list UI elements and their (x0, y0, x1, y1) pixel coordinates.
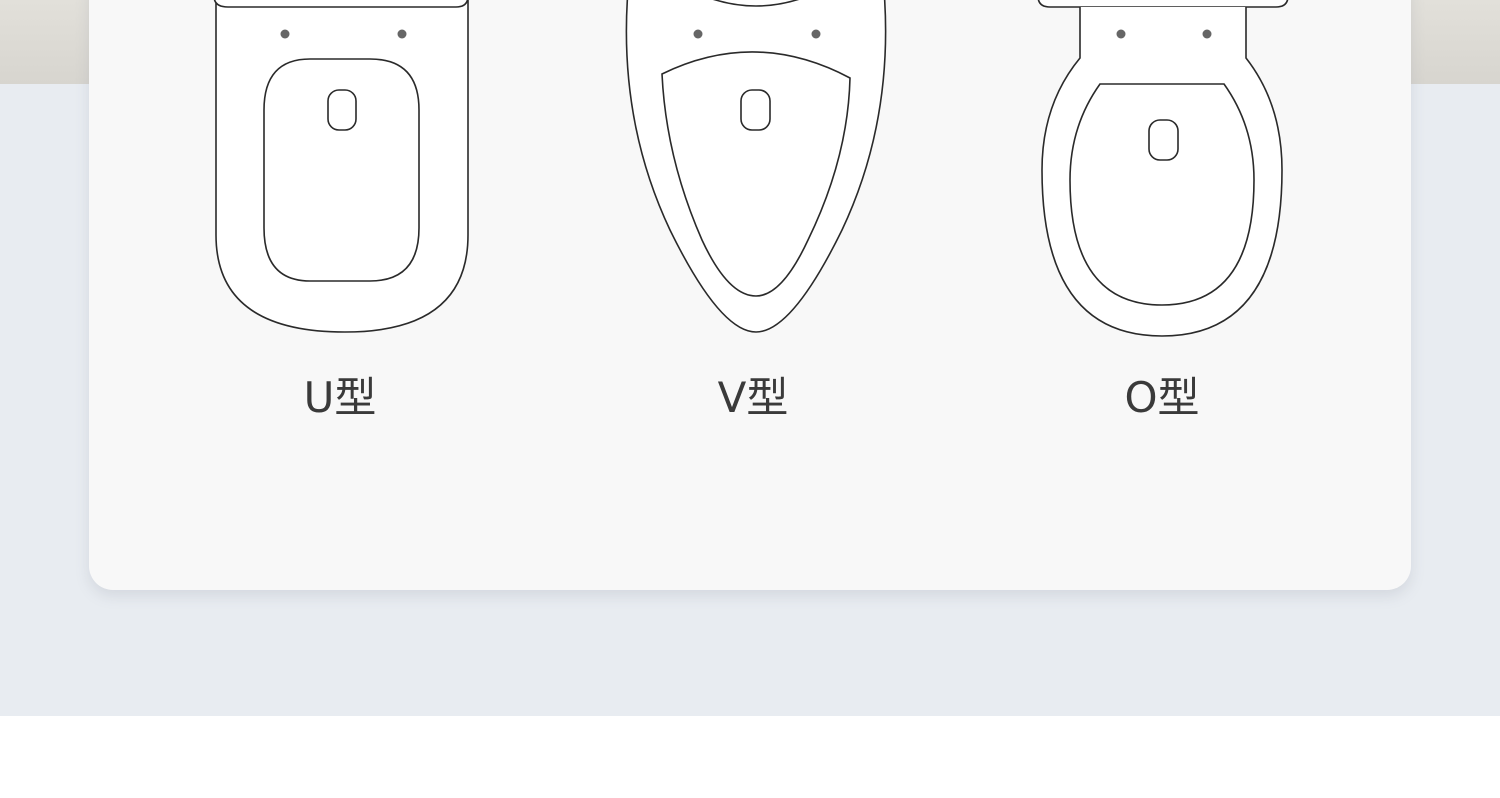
o-shape-label: O型 (1124, 373, 1200, 422)
v-shape-toilet-icon (625, 0, 887, 333)
o-shape-toilet-illustration (1020, 0, 1310, 345)
v-shape-toilet-illustration (610, 0, 900, 345)
v-shape-label: V型 (717, 373, 789, 422)
u-shape-label: U型 (303, 373, 377, 422)
o-shape-toilet-icon (1037, 0, 1289, 337)
u-shape-toilet-illustration (200, 0, 490, 345)
u-shape-toilet-icon (213, 0, 469, 333)
